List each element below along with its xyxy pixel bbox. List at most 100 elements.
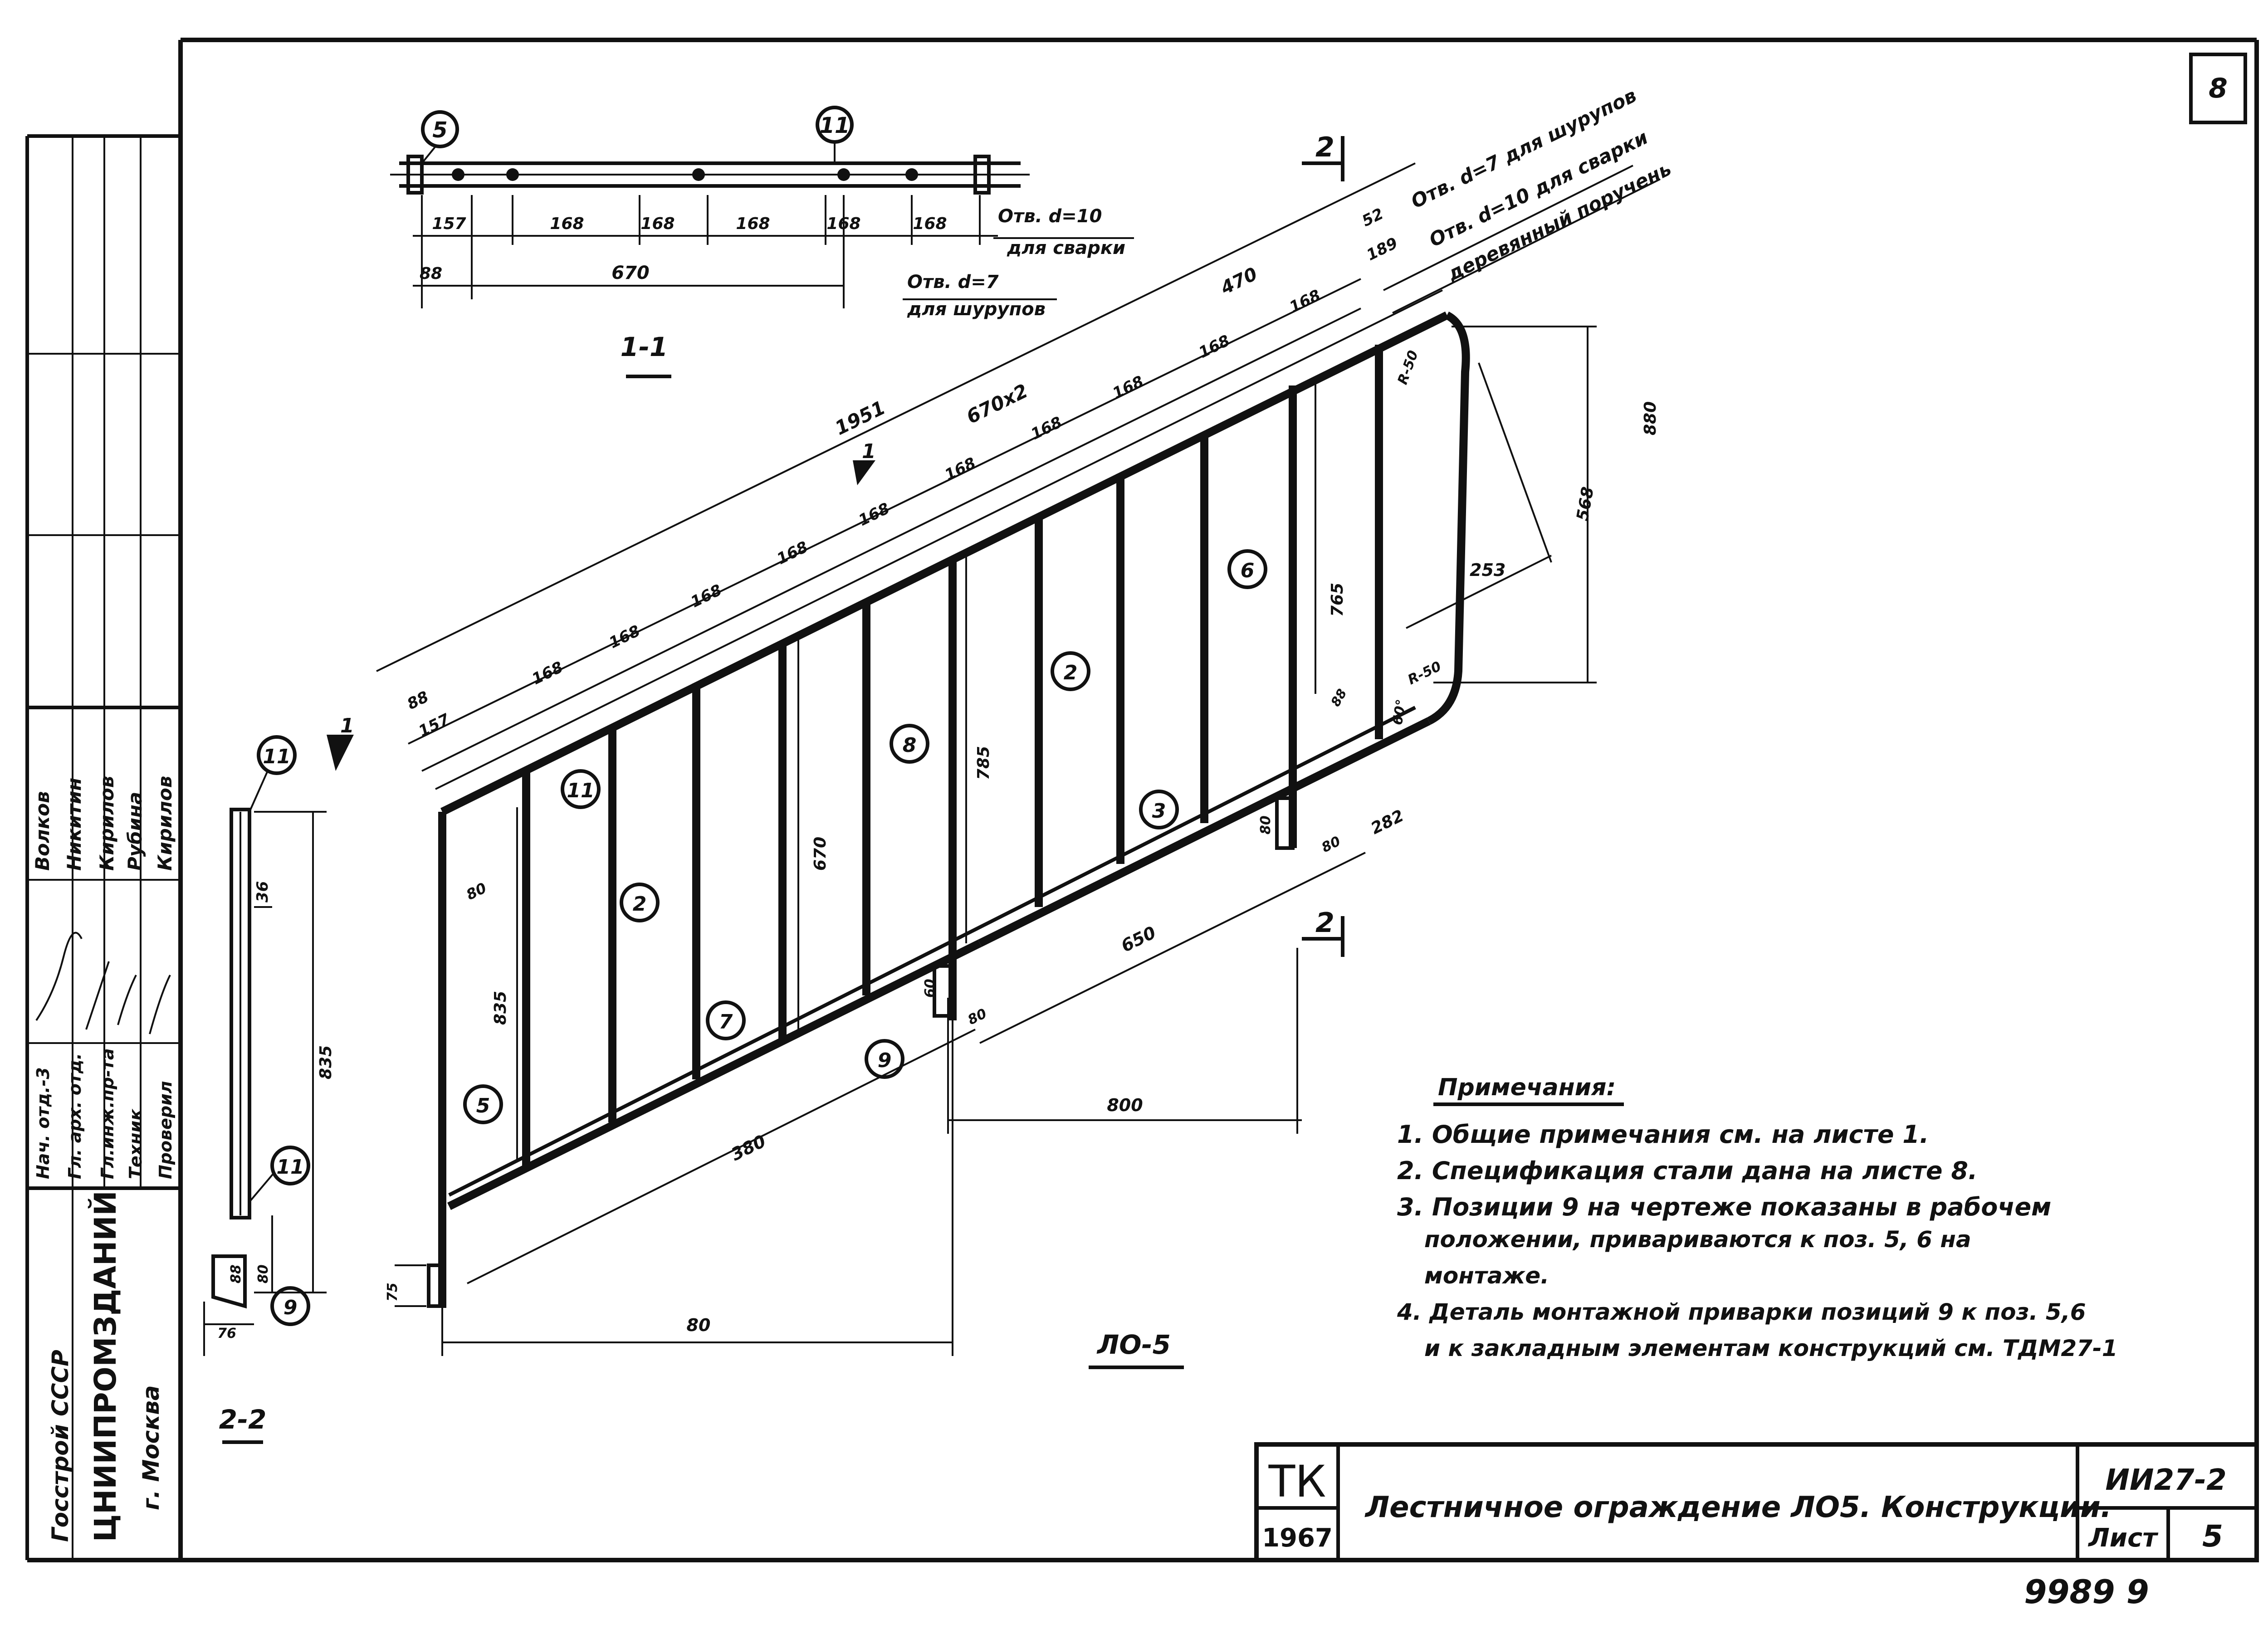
- note-4: 4. Деталь монтажной приварки позиций 9 к…: [1397, 1299, 2086, 1325]
- mark-3: 3: [1152, 800, 1166, 823]
- rail-dim-470: 470: [1217, 263, 1261, 299]
- ldim-88: 75: [385, 1283, 401, 1302]
- vdim-835: 835: [491, 991, 510, 1025]
- ldim-80c: 80: [1258, 815, 1274, 834]
- stamp-org-line2: ЦНИИПРОМЗДАНИЙ: [88, 1190, 123, 1542]
- notes: Примечания: 1. Общие примечания см. на л…: [1397, 1074, 2118, 1361]
- balusters: [522, 345, 1383, 1166]
- tb-sheet-no: 5: [2202, 1519, 2223, 1554]
- title-block: ТК 1967 Лестничное ограждение ЛО5. Конст…: [1254, 1442, 2259, 1562]
- s11-dim-168b: 168: [640, 215, 675, 233]
- vdim-670: 670: [811, 837, 830, 871]
- section-1-1: 5 11 157 168 168 168 168 168 88 670 Отв.…: [390, 106, 1134, 378]
- tb-sheet-label: Лист: [2087, 1523, 2159, 1553]
- tb-year: 1967: [1262, 1523, 1333, 1553]
- stamp-role-1: Нач. отд.-3: [33, 1067, 53, 1179]
- note-1: 1. Общие примечания см. на листе 1.: [1397, 1120, 1929, 1149]
- s22-mark-11b: 11: [276, 1156, 304, 1179]
- footer-number: 9989 9: [2024, 1573, 2149, 1611]
- rail-dim-88: 88: [404, 688, 431, 713]
- s11-dim-168d: 168: [826, 215, 860, 233]
- rail-dim-168a: 168: [529, 658, 566, 688]
- tb-code: ТК: [1268, 1456, 1326, 1507]
- stamp-role-3: Гл.инж.пр-та: [98, 1048, 117, 1179]
- rail-dim-670x2: 670х2: [963, 380, 1031, 428]
- sheet-mark: 8: [2209, 73, 2228, 104]
- view-label: ЛО-5: [1096, 1329, 1171, 1360]
- note-4b: и к закладным элементам конструкций см. …: [1424, 1335, 2118, 1361]
- ldim-80a: 80: [464, 879, 489, 904]
- rail-dim-168f: 168: [942, 454, 978, 484]
- s11-dim-168a: 168: [550, 215, 584, 233]
- stamp-name-3: Кирилов: [96, 776, 118, 871]
- cut-1-mid: 1: [862, 440, 876, 463]
- vdim-765: 765: [1328, 583, 1347, 617]
- stamp-role-4: Техник: [126, 1108, 146, 1179]
- notes-heading: Примечания:: [1438, 1074, 1616, 1101]
- rail-dim-168b: 168: [606, 622, 643, 652]
- ldim-80d: 80: [1319, 833, 1343, 856]
- s11-note-d10: Отв. d=10: [998, 206, 1102, 227]
- rail-dim-1951: 1951: [831, 396, 889, 439]
- s11-dim-168c: 168: [736, 215, 770, 233]
- mark-5: 5: [476, 1094, 490, 1117]
- rail-dim-189: 189: [1364, 234, 1400, 264]
- rail-dim-168h: 168: [1110, 372, 1146, 403]
- stamp-name-5: Кирилов: [154, 776, 176, 871]
- vdim-785: 785: [974, 746, 993, 780]
- rail-dim-157: 157: [415, 710, 453, 741]
- ldim-60: 60: [922, 979, 938, 998]
- stamp-name-1: Волков: [31, 791, 54, 871]
- rail-dim-168d: 168: [774, 538, 811, 568]
- s11-mark-11: 11: [820, 113, 850, 138]
- s11-dim-88: 88: [420, 264, 442, 283]
- s22-dim-76: 76: [217, 1326, 236, 1341]
- note-3: 3. Позиции 9 на чертеже показаны в рабоч…: [1397, 1193, 2051, 1221]
- s22-dim-36: 36: [254, 881, 272, 902]
- left-stamp: Госстрой СССР ЦНИИПРОМЗДАНИЙ г. Москва Н…: [25, 134, 181, 1560]
- s22-dim-88: 88: [228, 1264, 244, 1283]
- rail-dim-168g: 168: [1028, 413, 1065, 444]
- mark-9: 9: [878, 1049, 892, 1072]
- s22-mark-9: 9: [284, 1296, 298, 1319]
- rail-dim-168c: 168: [688, 581, 724, 611]
- ldim-80b: 80: [965, 1005, 989, 1028]
- s11-note-d10b: для сварки: [1007, 238, 1125, 259]
- stamp-org-line3: г. Москва: [138, 1385, 164, 1510]
- stamp-role-2: Гл. арх. отд.: [65, 1053, 85, 1179]
- s11-label: 1-1: [621, 332, 668, 362]
- mark-8: 8: [903, 734, 917, 757]
- s11-dim-168e: 168: [913, 215, 947, 233]
- s22-dim-80: 80: [255, 1264, 271, 1283]
- note-2: 2. Спецификация стали дана на листе 8.: [1397, 1156, 1977, 1185]
- mark-2a: 2: [633, 893, 647, 916]
- note-3b: положении, привариваются к поз. 5, 6 на: [1424, 1226, 1971, 1253]
- rdim-568: 568: [1573, 485, 1597, 522]
- stamp-role-5: Проверил: [156, 1081, 176, 1179]
- rdim-r50a: R-50: [1395, 348, 1422, 387]
- rdim-282: 282: [1368, 806, 1407, 838]
- rail-dim-168e: 168: [855, 499, 892, 530]
- cut-1-top: 1: [340, 714, 354, 737]
- s22-label: 2-2: [219, 1404, 267, 1435]
- s11-mark-5: 5: [432, 117, 447, 143]
- mark-2b: 2: [1064, 661, 1078, 684]
- rdim-60deg: 60°: [1389, 698, 1409, 726]
- stamp-name-4: Рубина: [124, 792, 146, 871]
- ldim-800: 800: [1107, 1095, 1143, 1115]
- rdim-253: 253: [1470, 560, 1505, 580]
- section-2-2: 11 11 9 36 835 88 80 76 2-2: [203, 735, 335, 1444]
- rail-dim-168j: 168: [1286, 286, 1323, 317]
- cut-2-bot: 2: [1315, 907, 1334, 939]
- s11-dim-670: 670: [611, 263, 650, 283]
- ldim-650: 650: [1118, 922, 1159, 956]
- rdim-r50b: R-50: [1405, 658, 1444, 688]
- ldim-380: 80: [687, 1315, 711, 1335]
- mark-11: 11: [567, 779, 594, 802]
- ldim-75: 88: [1328, 686, 1349, 709]
- s22-dim-835: 835: [317, 1045, 335, 1079]
- sheet-mark-box: 8: [2189, 53, 2247, 124]
- rdim-880: 880: [1641, 401, 1660, 435]
- s11-note-d7b: для шурупов: [907, 299, 1046, 320]
